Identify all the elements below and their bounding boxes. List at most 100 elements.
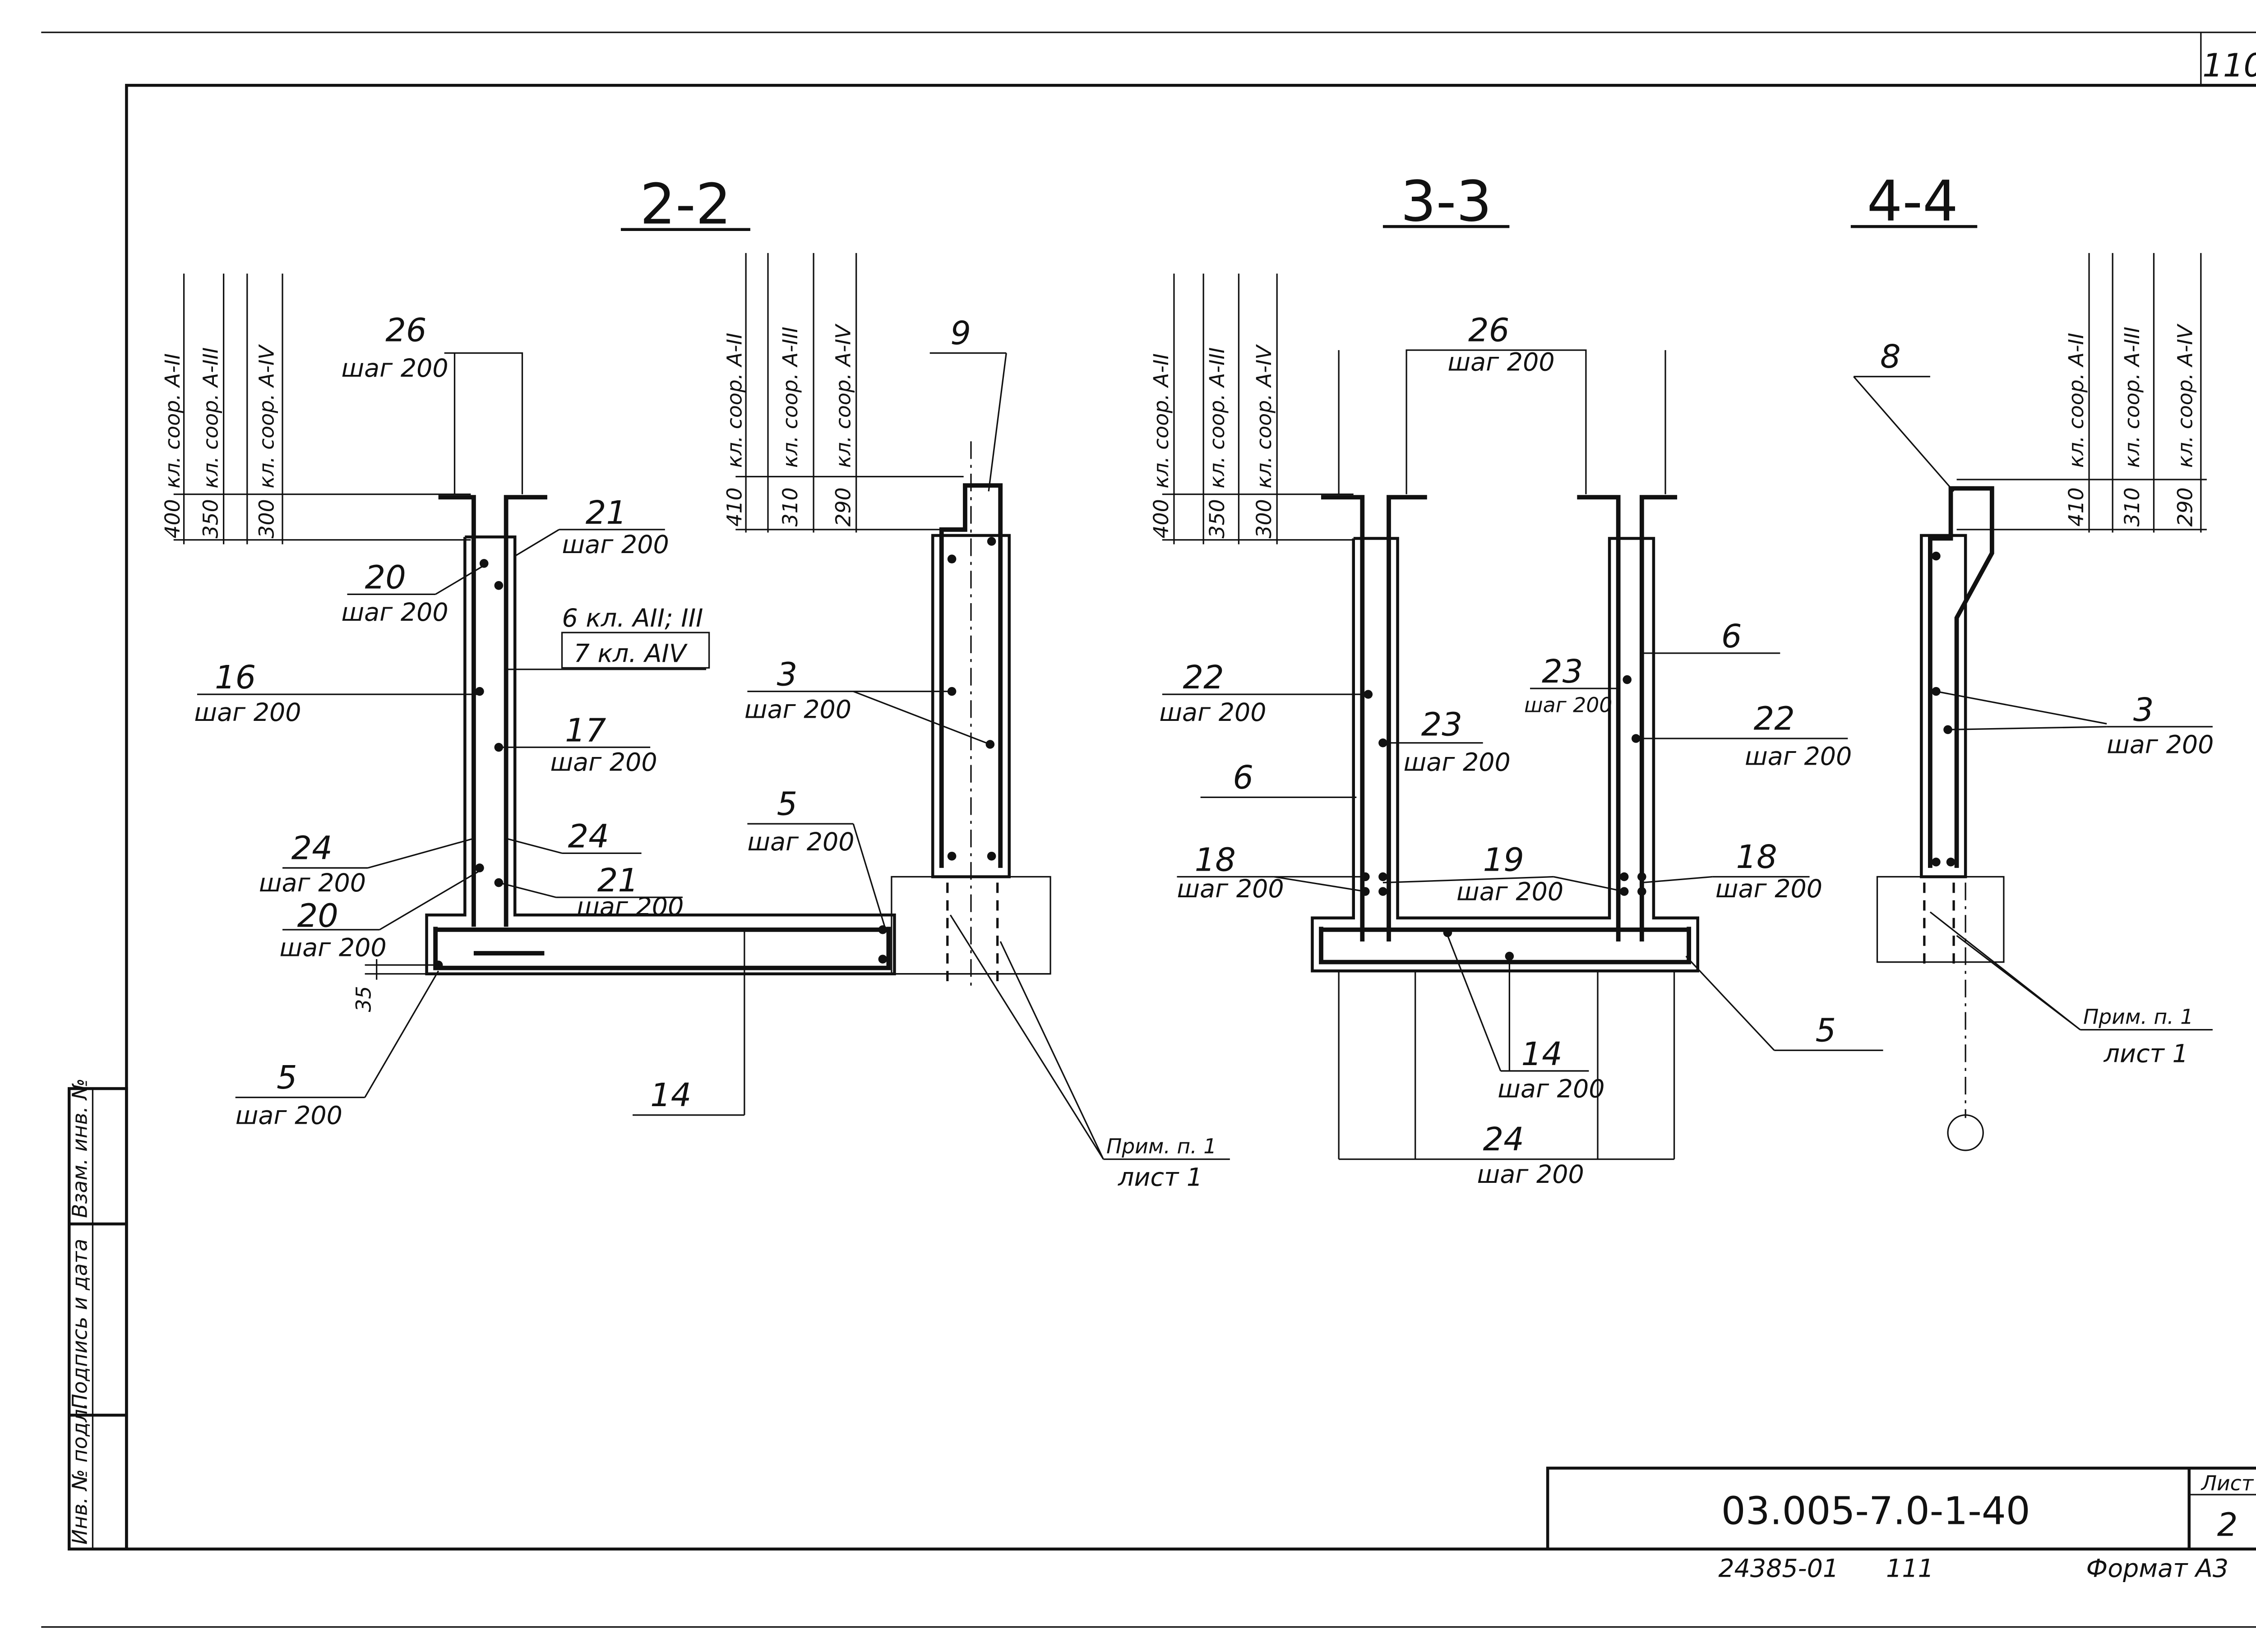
mark-6-right: 6	[1721, 617, 1742, 655]
mark-14-2-2: 14	[650, 1076, 691, 1114]
dim-label-a4: кл. соор. A-IV	[2173, 323, 2197, 468]
rebar-4-4	[1923, 486, 1994, 1151]
dim-290: 290	[832, 487, 855, 526]
step-14-3-3: шаг 200	[1498, 1075, 1604, 1104]
step-18-left: шаг 200	[1177, 875, 1284, 904]
dim-400: 400	[161, 499, 185, 538]
step-21-top: шаг 200	[562, 531, 669, 559]
step-22-left: шаг 200	[1159, 698, 1266, 727]
mark-3-2-2: 3	[777, 655, 798, 693]
mark-17: 17	[565, 711, 606, 749]
step-18-right: шаг 200	[1715, 875, 1822, 904]
dim-label-a4: кл. соор. A-IV	[1252, 344, 1276, 489]
section-title-3-3: 3-3	[1401, 169, 1492, 234]
step-21-bottom: шаг 200	[577, 892, 684, 921]
dim-columns-2-2-right: кл. соор. A-II кл. соор. A-III кл. соор.…	[722, 253, 964, 533]
dim-300: 300	[1252, 499, 1276, 538]
title-block: 03.005-7.0-1-40 Лист 2 24385-01 111 Форм…	[1546, 1467, 2256, 1583]
dim-label-a3: кл. соор. A-III	[778, 327, 802, 468]
dim-label-a4: кл. соор. A-IV	[254, 344, 278, 489]
stamp-vzam: Взам. инв. №	[68, 1078, 92, 1218]
section-3-3: кл. соор. A-II кл. соор. A-III кл. соор.…	[1149, 273, 1883, 1189]
dim-350: 350	[199, 499, 223, 538]
mark-20-bottom: 20	[297, 896, 338, 934]
mark-22-left: 22	[1183, 658, 1224, 696]
step-20-bottom: шаг 200	[280, 934, 387, 963]
concrete-outline-4-4	[1876, 534, 2005, 963]
step-23-right: шаг 200	[1524, 693, 1612, 717]
section-title-4-4: 4-4	[1867, 169, 1958, 234]
step-16: шаг 200	[194, 698, 301, 727]
mark-6-left: 6	[1233, 758, 1253, 796]
mark-23-left: 23	[1421, 705, 1462, 743]
footer-num: 111	[1886, 1555, 1934, 1583]
sheet-value: 2	[2217, 1505, 2238, 1543]
step-3-4-4: шаг 200	[2107, 731, 2214, 760]
rebar-2-2	[433, 441, 1003, 989]
dim-label-a3: кл. соор. A-III	[2120, 327, 2144, 468]
mark-18-left: 18	[1195, 840, 1236, 878]
labels-3-3: 26 шаг 200 22 шаг 200 23 шаг 200 6 23 ша…	[1159, 311, 1883, 1189]
stamp-inv-podl: Инв. № подл.	[68, 1403, 92, 1545]
mark-23-right: 23	[1542, 652, 1583, 690]
sheet-frame: 110	[41, 32, 2256, 1628]
dim-400: 400	[1149, 499, 1173, 538]
mark-5-3-3: 5	[1816, 1011, 1836, 1049]
dim-300: 300	[254, 499, 278, 538]
mark-19: 19	[1483, 840, 1524, 878]
mark-3-4-4: 3	[2133, 691, 2154, 729]
labels-4-4: 8 3 шаг 200 Прим. п. 1 лист 1	[1853, 337, 2214, 1068]
mark-21-bottom: 21	[597, 861, 638, 899]
dim-label-a2: кл. соор. A-II	[161, 353, 185, 488]
dim-35: 35	[352, 986, 376, 1012]
mark-26: 26	[385, 311, 426, 349]
mark-16: 16	[215, 658, 256, 696]
dim-columns-2-2-left: кл. соор. A-II кл. соор. A-III кл. соор.…	[161, 273, 471, 545]
dim-410: 410	[2064, 487, 2088, 526]
step-3-2-2: шаг 200	[744, 695, 851, 724]
doc-code: 03.005-7.0-1-40	[1721, 1488, 2030, 1533]
step-22-right: шаг 200	[1745, 743, 1852, 771]
dim-label-a4: кл. соор. A-IV	[832, 323, 855, 468]
mark-22-right: 22	[1754, 699, 1795, 737]
dim-290: 290	[2173, 487, 2197, 526]
dim-label-a3: кл. соор. A-III	[199, 347, 223, 489]
concrete-outline-3-3	[1311, 537, 1699, 1159]
step-20-top: шаг 200	[341, 598, 448, 627]
note-ref-4-4: Прим. п. 1	[2083, 1005, 2193, 1029]
step-23-left: шаг 200	[1404, 748, 1511, 777]
note-sheet-2-2: лист 1	[1118, 1163, 1202, 1192]
note-ref-2-2: Прим. п. 1	[1106, 1135, 1216, 1158]
mark-24-3-3: 24	[1483, 1120, 1524, 1158]
dim-label-a2: кл. соор. A-II	[2064, 333, 2088, 468]
section-titles: 2-2 3-3 4-4	[620, 169, 1978, 237]
dim-label-a2: кл. соор. A-II	[722, 333, 746, 468]
step-26-3-3: шаг 200	[1447, 348, 1554, 377]
dim-350: 350	[1205, 499, 1229, 538]
mark-24-right: 24	[568, 817, 609, 855]
sheet-number-top: 110	[2202, 46, 2256, 84]
labels-2-2: 26 шаг 200 21 шаг 200 20 шаг 200 6 кл. А…	[194, 311, 1230, 1192]
section-title-2-2: 2-2	[640, 172, 731, 237]
dim-columns-3-3: кл. соор. A-II кл. соор. A-III кл. соор.…	[1149, 273, 1354, 545]
mark-24-left: 24	[291, 829, 333, 867]
mark-20-top: 20	[365, 558, 406, 596]
step-24-left: шаг 200	[259, 869, 366, 898]
section-4-4: кл. соор. A-II кл. соор. A-III кл. соор.…	[1853, 253, 2214, 1151]
mark-5-right: 5	[777, 785, 798, 823]
section-2-2: кл. соор. A-II кл. соор. A-III кл. соор.…	[161, 253, 1230, 1192]
mark-5-left: 5	[277, 1058, 297, 1096]
side-stamp: Инв. № подл. Подпись и дата Взам. инв. №	[67, 1078, 128, 1550]
dim-label-a2: кл. соор. A-II	[1149, 353, 1173, 488]
dim-410: 410	[722, 487, 746, 526]
note-6-7-top: 6 кл. АII; III	[562, 604, 703, 633]
step-26: шаг 200	[341, 354, 448, 383]
sheet-label: Лист	[2201, 1471, 2254, 1495]
step-24-3-3: шаг 200	[1477, 1160, 1584, 1189]
dim-columns-4-4: кл. соор. A-II кл. соор. A-III кл. соор.…	[1956, 253, 2207, 533]
dim-310: 310	[778, 487, 802, 526]
note-6-7-bottom: 7 кл. АIV	[574, 639, 688, 668]
mark-18-right: 18	[1736, 838, 1777, 876]
mark-26-3-3: 26	[1468, 311, 1509, 349]
step-5-right: шаг 200	[747, 828, 854, 857]
